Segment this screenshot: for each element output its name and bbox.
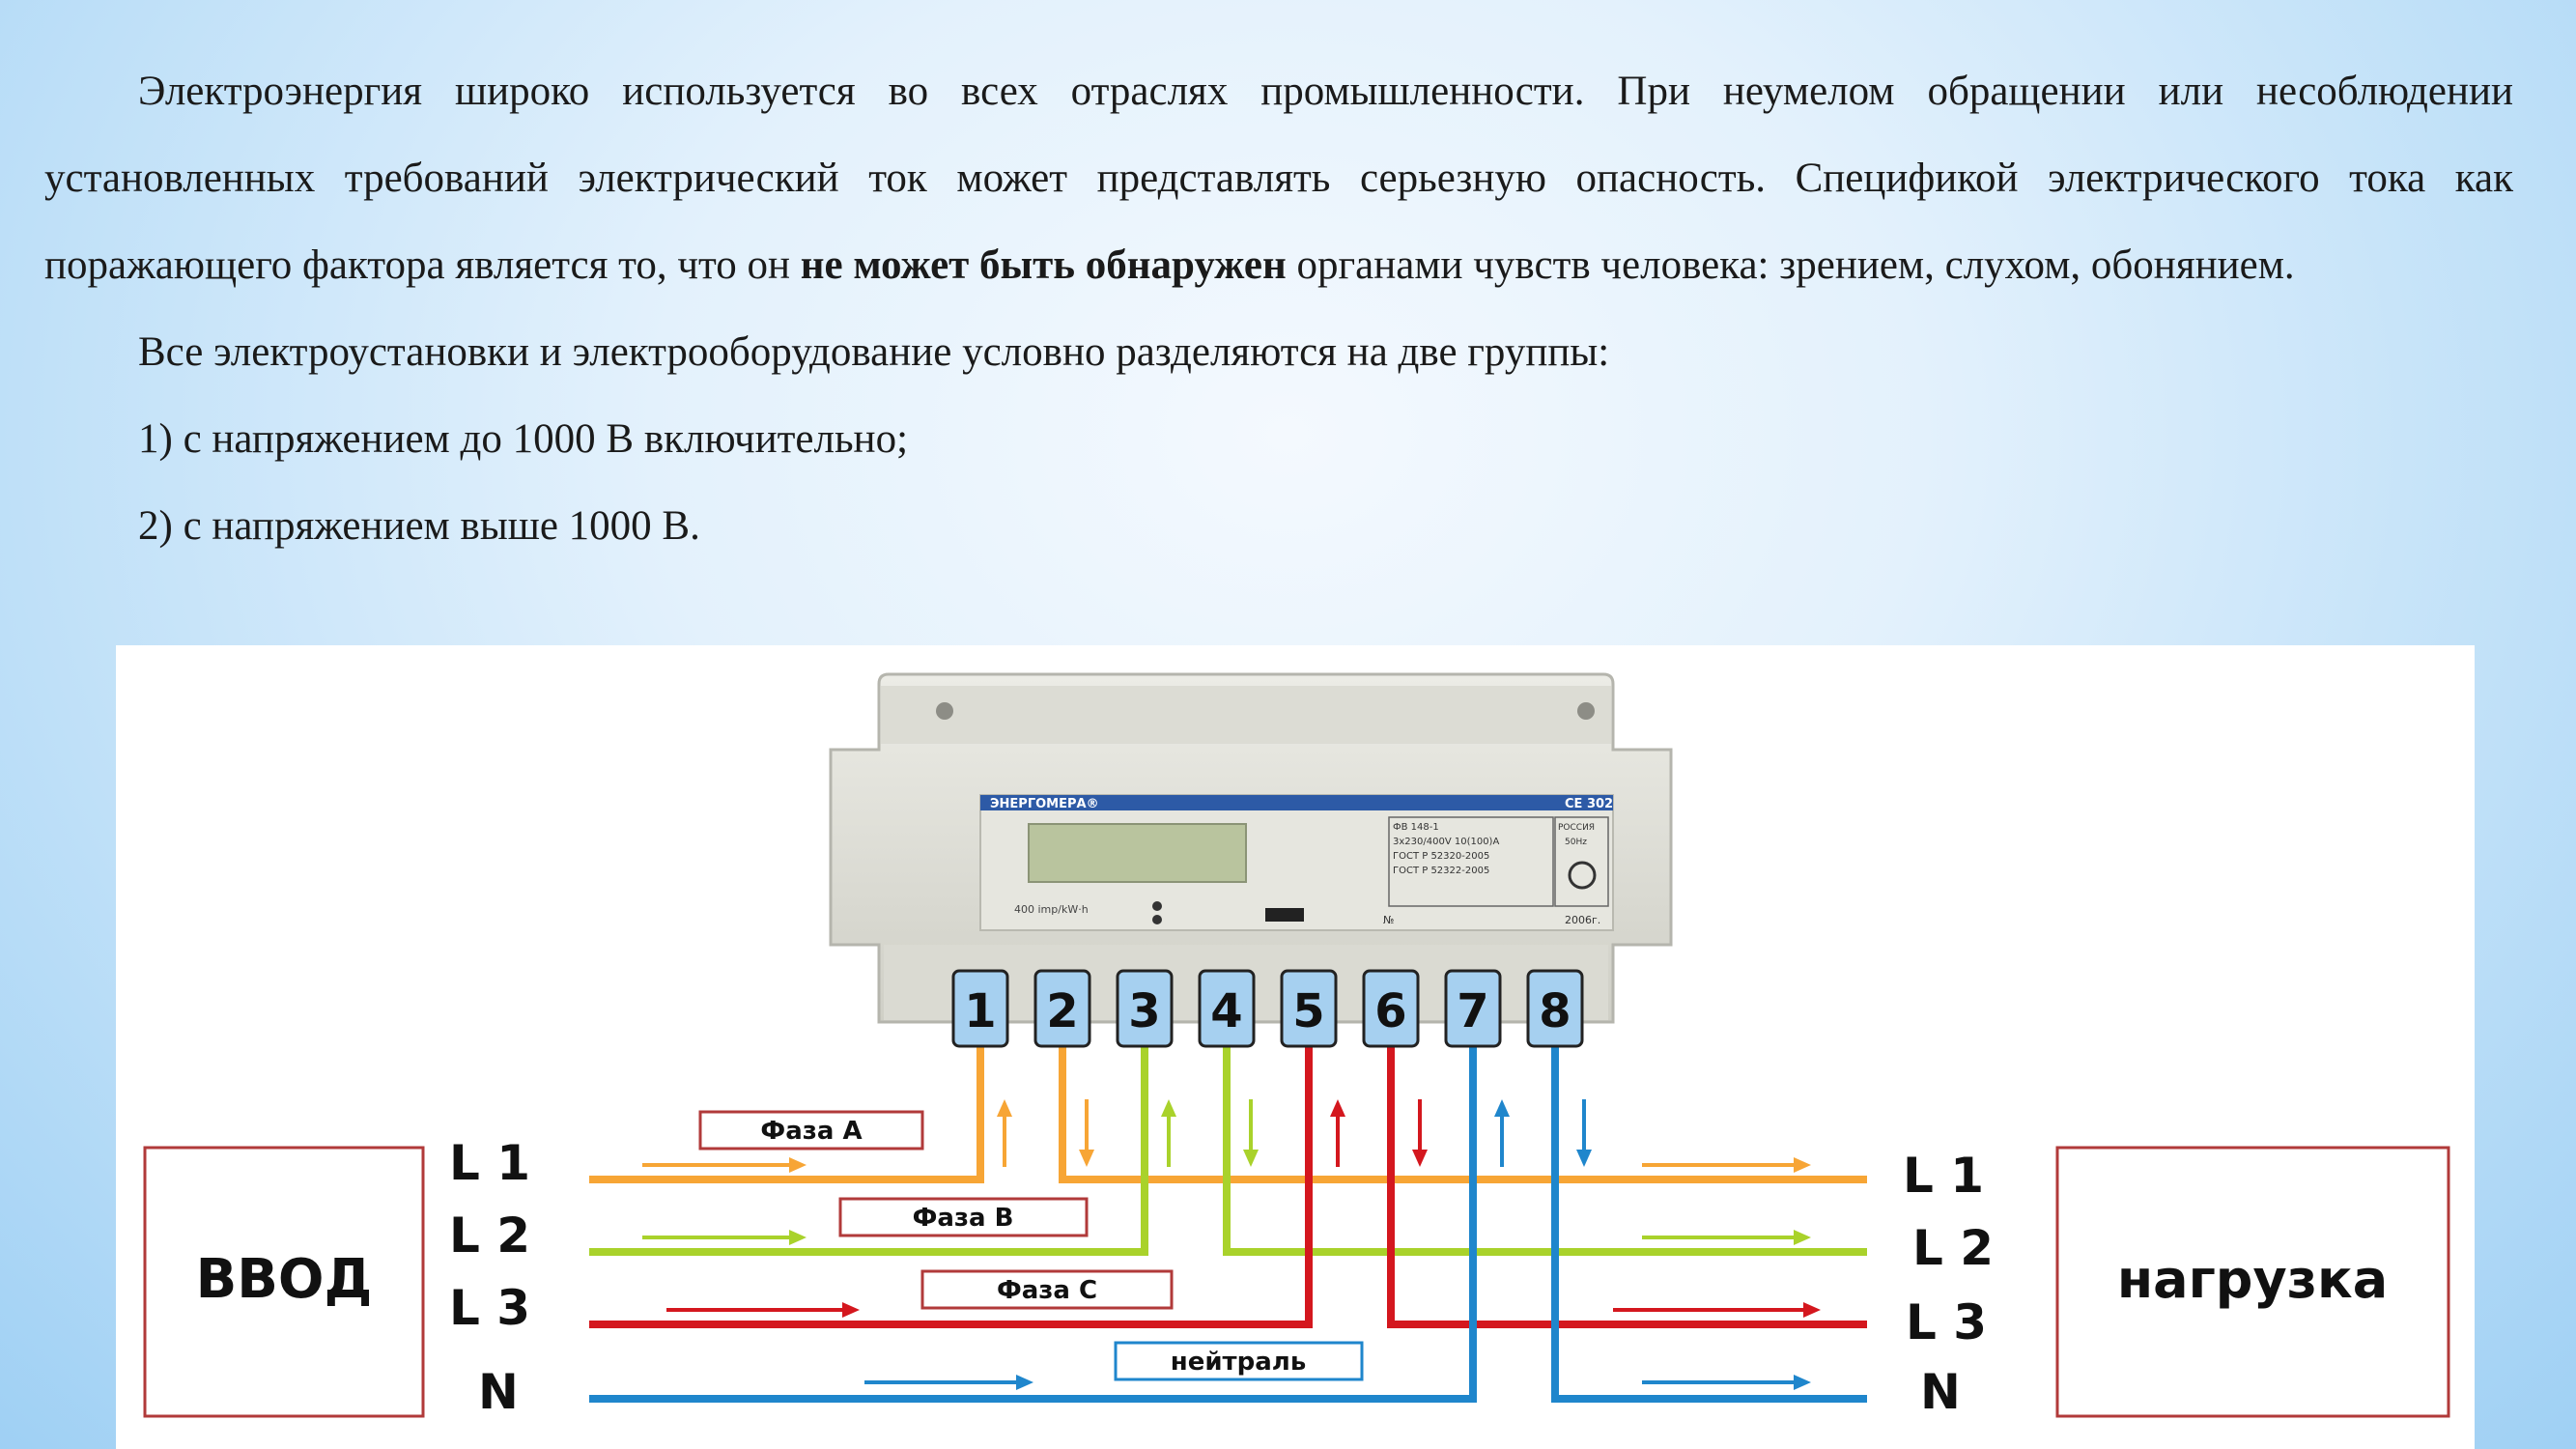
flow-arrows [642,1099,1821,1390]
terminal-2 [1033,969,1091,1048]
meter-brand-strip [980,795,1613,810]
meter-led-1-icon [1152,901,1162,911]
arrow-l1-out-head-icon [1794,1157,1811,1173]
wiring-diagram-svg: ЭНЕРГОМЕРА® СЕ 302 400 imp/kW·h ФВ 148-1… [143,672,2450,1420]
neutral-label: нейтраль [1171,1348,1307,1377]
seal-screw-right-icon [1577,702,1595,720]
left-label-l2: L 2 [449,1208,530,1264]
terminal-7 [1444,969,1502,1048]
text-block: Электроэнергия широко используется во вс… [44,48,2513,570]
terminal-1-label: 1 [964,984,996,1038]
arrow-t7-up-head-icon [1494,1099,1510,1117]
phase-b-box [838,1197,1089,1237]
intro-text-end: органами чувств человека: зрением, слухо… [1286,242,2295,288]
wire-l1-in [589,1047,984,1183]
arrow-t4-down-head-icon [1243,1150,1259,1167]
end-boxes: ВВОД нагрузка [143,1146,2450,1418]
load-box [2055,1146,2450,1418]
seal-screw-left-icon [936,702,953,720]
meter-top-cover [881,686,1611,744]
phase-a-label: Фаза А [760,1117,862,1146]
intro-text-start: Электроэнергия широко используется во вс… [44,69,2513,288]
phase-c-label: Фаза С [997,1276,1097,1305]
meter-spec-line-3: ГОСТ Р 52320-2005 [1393,851,1489,862]
wiring-diagram: ЭНЕРГОМЕРА® СЕ 302 400 imp/kW·h ФВ 148-1… [116,645,2475,1449]
arrow-t6-down-head-icon [1412,1150,1428,1167]
terminal-6 [1362,969,1420,1048]
right-label-n: N [1920,1364,1961,1420]
arrow-t2-down-head-icon [1079,1150,1094,1167]
phase-c-box [920,1269,1174,1310]
right-label-l2: L 2 [1912,1220,1994,1276]
intro-paragraph: Электроэнергия широко используется во вс… [44,48,2513,309]
meter-year: 2006г. [1565,914,1600,926]
terminal-7-label: 7 [1457,984,1488,1038]
terminal-8 [1526,969,1584,1048]
terminal-4 [1198,969,1256,1048]
terminal-3 [1116,969,1174,1048]
terminal-8-label: 8 [1539,984,1571,1038]
wire-n-out [1551,1047,1867,1403]
arrow-t3-up-head-icon [1161,1099,1176,1117]
meter-country: РОССИЯ [1558,823,1595,833]
terminal-1 [951,969,1009,1048]
left-label-n: N [478,1364,519,1420]
load-box-label: нагрузка [2117,1249,2388,1310]
meter-optical-port [1265,908,1304,922]
terminal-6-label: 6 [1374,984,1406,1038]
wire-l2-out [1223,1047,1867,1256]
arrow-n-in-head-icon [1016,1375,1033,1390]
terminal-5-label: 5 [1292,984,1324,1038]
arrow-t5-up-head-icon [1330,1099,1345,1117]
terminal-2-label: 2 [1046,984,1078,1038]
meter-frequency: 50Hz [1565,838,1587,847]
right-label-l3: L 3 [1906,1294,1987,1350]
neutral-box [1114,1341,1364,1381]
meter-spec-line-2: 3x230/400V 10(100)А [1393,837,1499,847]
wires [589,1047,1867,1403]
meter-serial-label: № [1383,914,1394,926]
arrow-n-out-head-icon [1794,1375,1811,1390]
wire-l3-out [1387,1047,1867,1328]
meter-lcd-display [1028,823,1247,883]
terminal-5 [1280,969,1338,1048]
arrow-l3-out-head-icon [1803,1302,1821,1318]
intro-bold-phrase: не может быть обнаружен [800,242,1287,288]
left-label-l3: L 3 [449,1280,530,1336]
wire-l2-in [589,1047,1148,1256]
phase-b-label: Фаза В [913,1204,1014,1233]
arrow-l3-in-head-icon [842,1302,860,1318]
meter-spec-table [1388,816,1554,907]
arrow-t8-down-head-icon [1576,1150,1592,1167]
arrow-l1-in-head-icon [789,1157,807,1173]
group-item-1: 1) с напряжением до 1000 В включительно; [138,416,909,462]
meter-model: СЕ 302 [1565,797,1613,811]
wire-l3-in [589,1047,1313,1328]
input-box-label: ВВОД [196,1248,373,1311]
meter-led-2-icon [1152,915,1162,924]
phase-labels: Фаза А Фаза В Фаза С нейтраль [698,1110,1364,1381]
phase-a-box [698,1110,924,1151]
terminal-3-label: 3 [1128,984,1160,1038]
certification-mark-icon [1568,861,1597,890]
meter-spec-line-1: ФВ 148-1 [1393,822,1439,833]
terminal-4-label: 4 [1210,984,1242,1038]
arrow-t1-up-head-icon [997,1099,1012,1117]
meter-brand: ЭНЕРГОМЕРА® [990,797,1099,811]
meter-cert-box [1554,816,1609,907]
right-label-l1: L 1 [1903,1148,1984,1204]
left-label-l1: L 1 [449,1135,530,1191]
terminals: 1 2 3 4 5 6 7 8 [951,969,1584,1048]
meter-spec-line-4: ГОСТ Р 52322-2005 [1393,866,1489,876]
wire-n-in [589,1047,1477,1403]
wire-l1-out [1059,1047,1867,1183]
input-box [143,1146,425,1418]
groups-paragraph: Все электроустановки и электрооборудован… [138,329,1610,375]
arrow-l2-out-head-icon [1794,1230,1811,1245]
meter-impulses: 400 imp/kW·h [1014,903,1089,916]
group-item-2: 2) с напряжением выше 1000 В. [138,503,700,549]
line-labels: L 1 L 2 L 3 N L 1 L 2 L 3 N [449,1135,1994,1420]
arrow-l2-in-head-icon [789,1230,807,1245]
